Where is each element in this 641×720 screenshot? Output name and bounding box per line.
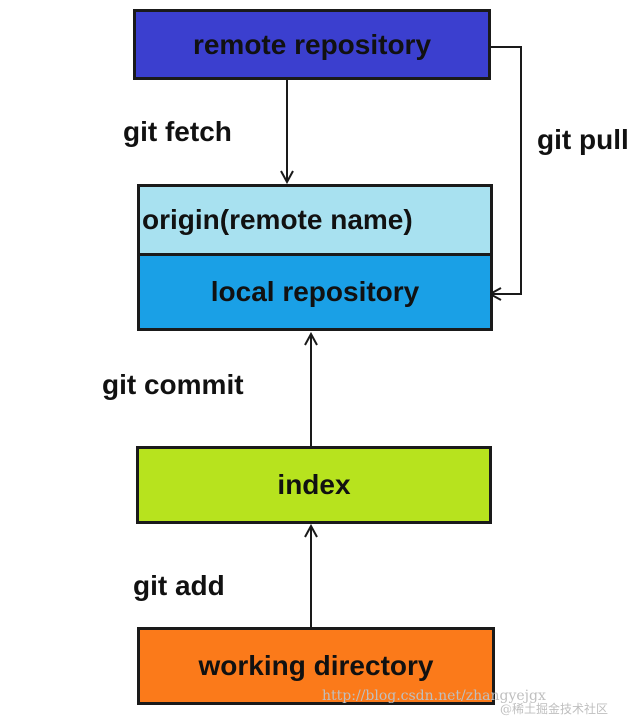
index-node: index: [136, 446, 492, 524]
pull-arrow: [485, 46, 522, 294]
watermark-site: @稀土掘金技术社区: [500, 702, 609, 716]
watermark-url: http://blog.csdn.net/zhangyejgx: [322, 688, 546, 704]
remote-repository-node: remote repository: [133, 9, 491, 80]
remote-repository-label: remote repository: [192, 28, 432, 60]
working-directory-label: working directory: [198, 650, 434, 681]
git-fetch-label: git fetch: [123, 116, 232, 147]
local-repository-label: local repository: [210, 276, 420, 307]
git-commit-label: git commit: [102, 369, 244, 400]
local-repository-node: local repository: [137, 253, 493, 331]
origin-node: origin(remote name): [137, 184, 493, 256]
git-pull-label: git pull: [537, 124, 629, 155]
index-label: index: [277, 469, 351, 500]
origin-label: origin(remote name): [142, 204, 413, 235]
working-directory-node: working directory: [137, 627, 495, 705]
git-add-label: git add: [133, 570, 225, 601]
